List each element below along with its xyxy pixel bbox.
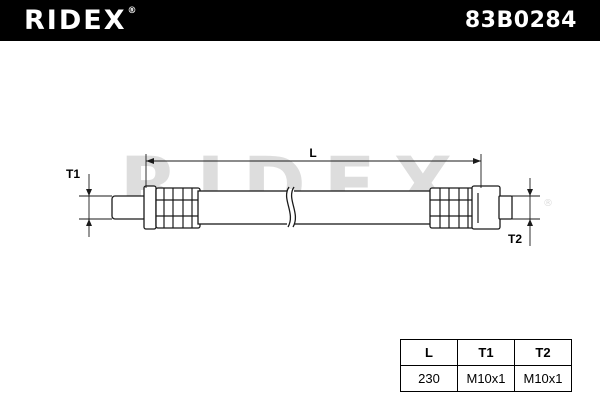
header-bar: RIDEX® 83B0284 — [0, 0, 600, 41]
brand-logo: RIDEX® — [24, 5, 137, 36]
break-symbol — [285, 186, 297, 228]
left-fitting-tip — [111, 195, 147, 220]
spec-value-length: 230 — [400, 365, 458, 392]
spec-header-length: L — [400, 339, 458, 366]
right-fitting-nut — [471, 185, 501, 230]
watermark-mark: ® — [543, 198, 553, 209]
left-fitting-crimp — [155, 187, 201, 229]
spec-header-thread-1: T1 — [457, 339, 515, 366]
hose-right-segment — [291, 190, 433, 225]
spec-table-header-row: L T1 T2 — [400, 339, 572, 366]
hose-left-segment — [197, 190, 290, 225]
spec-table: L T1 T2 230 M10x1 M10x1 — [400, 339, 572, 392]
spec-value-thread-2: M10x1 — [514, 365, 572, 392]
right-fitting-tip — [498, 195, 513, 220]
brake-hose-drawing: RIDEX ® L — [66, 140, 553, 246]
table-row: 230 M10x1 M10x1 — [400, 365, 572, 392]
length-label: L — [309, 146, 316, 160]
spec-value-thread-1: M10x1 — [457, 365, 515, 392]
spec-header-thread-2: T2 — [514, 339, 572, 366]
thread-2-label: T2 — [508, 232, 522, 246]
thread-1-label: T1 — [66, 167, 80, 181]
part-number: 83B0284 — [464, 8, 577, 33]
left-fitting-hex — [143, 185, 157, 230]
